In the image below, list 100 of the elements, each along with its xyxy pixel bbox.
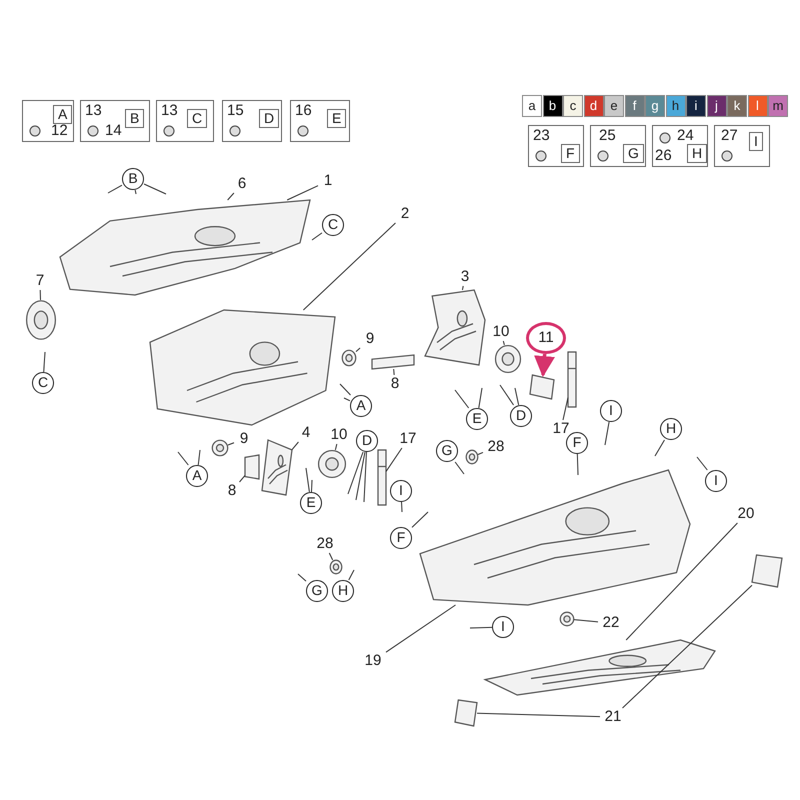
- leader-line: [696, 456, 708, 470]
- key-letter: I: [749, 132, 763, 151]
- callout-letter: C: [322, 214, 344, 236]
- leader-line: [292, 442, 299, 450]
- strut-drawing: [568, 352, 576, 407]
- fastener-key-card: [156, 100, 214, 142]
- part-number: 13: [85, 103, 102, 118]
- fastener-key-card: [652, 125, 708, 167]
- fastener-key-card: [22, 100, 74, 142]
- leader-line: [348, 570, 354, 580]
- legend-label: i: [694, 97, 698, 115]
- callout-number: 3: [455, 268, 475, 286]
- callout-number: 1: [318, 172, 338, 190]
- leader-line: [478, 452, 484, 455]
- legend-label: f: [632, 97, 638, 115]
- leader-line: [144, 184, 166, 194]
- front-bumper-drawing: [150, 310, 335, 425]
- callout-letter: D: [356, 430, 378, 452]
- leader-line: [454, 462, 464, 474]
- callout-number: 11: [526, 322, 566, 354]
- callout-letter: H: [660, 418, 682, 440]
- ring-drawing: [26, 300, 56, 340]
- fastener-key-card: [590, 125, 646, 167]
- clip-drawing: [330, 560, 342, 574]
- clip-drawing: [560, 612, 574, 626]
- legend-label: a: [527, 97, 537, 115]
- callout-number: 10: [488, 323, 514, 341]
- key-letter: D: [259, 109, 280, 128]
- leader-line: [476, 712, 600, 718]
- key-letter: F: [561, 144, 580, 163]
- callout-letter: E: [300, 492, 322, 514]
- leader-line: [239, 474, 246, 482]
- part-number: 27: [721, 128, 738, 143]
- reflector-drawing: [455, 700, 477, 726]
- callout-number: 28: [312, 535, 338, 553]
- callout-letter: D: [510, 405, 532, 427]
- leader-line: [340, 384, 351, 396]
- part-number: 14: [105, 123, 122, 138]
- leader-line: [40, 290, 41, 300]
- callout-letter: A: [186, 465, 208, 487]
- callout-letter: H: [332, 580, 354, 602]
- reflector-drawing: [752, 555, 782, 587]
- part-number: 24: [677, 128, 694, 143]
- callout-number: 28: [483, 438, 509, 456]
- leader-line: [576, 454, 578, 476]
- callout-letter: I: [705, 470, 727, 492]
- leader-line: [298, 574, 306, 582]
- leader-line: [348, 452, 364, 494]
- leader-line: [386, 448, 402, 472]
- diffuser-drawing: [485, 640, 715, 695]
- leader-line: [344, 398, 350, 402]
- leader-line: [514, 388, 520, 406]
- key-letter: E: [327, 109, 346, 128]
- fastener-key-card: [80, 100, 150, 142]
- fastener-key-card: [222, 100, 282, 142]
- callout-letter: F: [566, 432, 588, 454]
- bracket-drawing: [425, 290, 485, 365]
- part-number: 16: [295, 103, 312, 118]
- callout-letter: E: [466, 408, 488, 430]
- legend-label: m: [772, 97, 784, 115]
- part-number: 25: [599, 128, 616, 143]
- leader-line: [286, 185, 318, 200]
- legend-label: l: [755, 97, 760, 115]
- leader-line: [134, 190, 136, 194]
- leader-line: [328, 552, 334, 560]
- callout-number: 6: [232, 175, 252, 193]
- leader-line: [562, 397, 568, 420]
- leader-line: [462, 286, 464, 290]
- fastener-key-card: [290, 100, 350, 142]
- callout-letter: G: [436, 440, 458, 462]
- arrow: [534, 354, 555, 378]
- key-letter: H: [687, 144, 708, 163]
- fastener-key-card: [714, 125, 770, 167]
- leader-line: [198, 450, 200, 466]
- leader-line: [108, 184, 122, 194]
- leader-line: [478, 388, 482, 408]
- callout-number: 22: [598, 614, 624, 632]
- bracket-drawing: [372, 355, 414, 369]
- callout-number: 4: [296, 424, 316, 442]
- callout-number: 8: [222, 482, 242, 500]
- key-letter: G: [623, 144, 644, 163]
- callout-number: 21: [600, 708, 626, 726]
- sensor-drawing: [495, 345, 521, 373]
- callout-number: 19: [360, 652, 386, 670]
- leader-line: [227, 192, 234, 200]
- leader-line: [654, 440, 665, 456]
- rear-bumper-drawing: [420, 470, 690, 605]
- leader-line: [364, 452, 367, 502]
- part-number: 12: [51, 123, 68, 138]
- leader-line: [622, 584, 752, 708]
- leader-line: [604, 422, 610, 446]
- legend-label: d: [588, 97, 598, 115]
- leader-line: [470, 626, 492, 628]
- leader-line: [356, 452, 366, 500]
- callout-letter: C: [32, 372, 54, 394]
- leader-line: [334, 444, 338, 450]
- callout-number: 8: [385, 375, 405, 393]
- part-number: 13: [161, 103, 178, 118]
- leader-line: [626, 522, 738, 640]
- callout-letter: G: [306, 580, 328, 602]
